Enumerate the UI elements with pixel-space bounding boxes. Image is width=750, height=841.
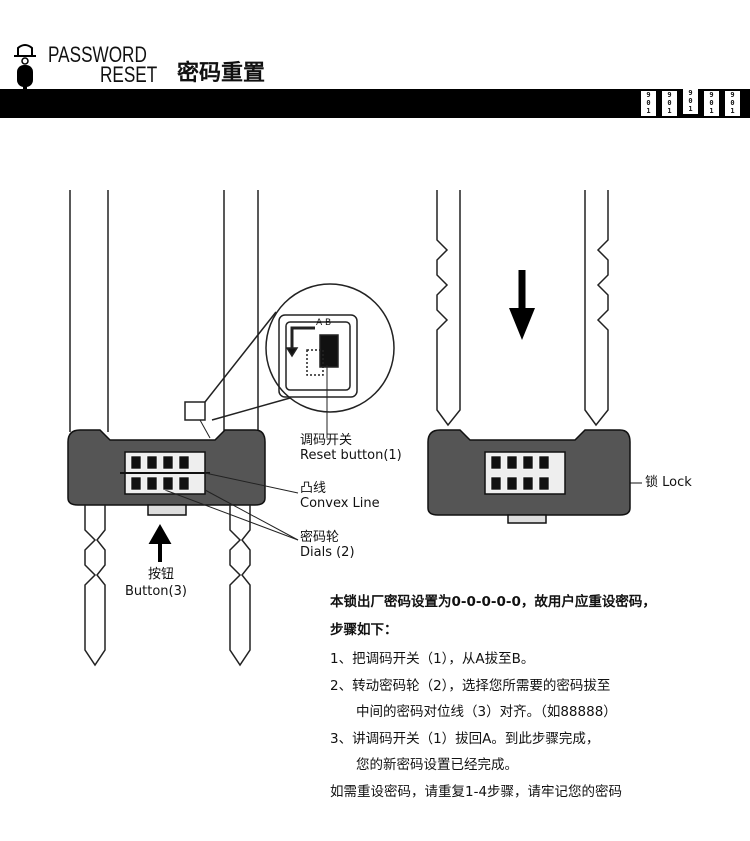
step-3b: 您的新密码设置已经完成。 [356,757,518,773]
step-1: 1、把调码开关（1），从A拔至B。 [330,651,535,667]
magnifier-label-b: B [325,318,332,328]
button-label-en: Button(3) [125,584,187,599]
instructions-intro: 本锁出厂密码设置为0-0-0-0-0，故用户应重设密码， [330,594,656,610]
step-2a: 2、转动密码轮（2），选择您所需要的密码拔至 [330,678,611,694]
convex-label-cn: 凸线 [300,481,327,496]
lock-icon [14,44,36,91]
lock-label: 锁 Lock [645,475,692,490]
step-3a: 3、讲调码开关（1）拔回A。到此步骤完成， [330,731,600,747]
reset-label-en: Reset button(1) [300,448,402,463]
convex-label-en: Convex Line [300,496,380,511]
reset-label-cn: 调码开关 [300,433,353,448]
title-cn: 密码重置 [177,61,266,86]
title-en-line2: RESET [100,62,158,87]
dials-label-cn: 密码轮 [300,530,340,545]
instructions-footer: 如需重设密码，请重复1-4步骤，请牢记您的密码 [330,784,623,800]
button-label-cn: 按钮 [148,567,175,582]
instructions-heading: 步骤如下： [330,622,398,638]
dials-label-en: Dials (2) [300,545,355,560]
magnifier-label-a: A [316,318,323,328]
lock-closed-diagram [427,190,642,524]
step-2b: 中间的密码对位线（3）对齐。（如88888） [356,704,617,720]
title-en-line1: PASSWORD [48,42,147,67]
lock-open-diagram [67,190,395,667]
